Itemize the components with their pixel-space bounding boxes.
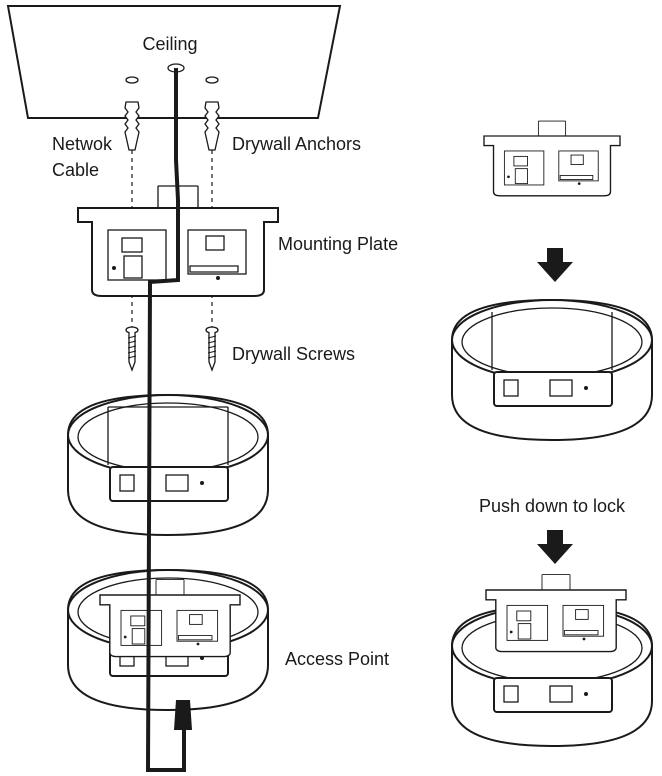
access-point-top: [67, 394, 269, 536]
ceiling-panel: [6, 5, 342, 119]
cable-plug: [174, 700, 192, 730]
label-network-cable-1: Netwok: [52, 134, 113, 154]
access-point-right-1: [451, 299, 653, 441]
label-access-point: Access Point: [285, 649, 389, 669]
arrow-down-1: [537, 248, 573, 282]
arrow-down-2: [537, 530, 573, 564]
screw-right: [205, 326, 219, 371]
anchor-left: [124, 101, 140, 151]
network-cable: [145, 68, 186, 772]
label-drywall-screws: Drywall Screws: [232, 344, 355, 364]
label-mounting-plate: Mounting Plate: [278, 234, 398, 254]
anchor-right: [204, 101, 220, 151]
label-network-cable-2: Cable: [52, 160, 99, 180]
label-ceiling: Ceiling: [142, 34, 197, 54]
mounting-plate-right: [483, 120, 621, 197]
label-drywall-anchors: Drywall Anchors: [232, 134, 361, 154]
screw-left: [125, 326, 139, 371]
label-push-down: Push down to lock: [479, 496, 626, 516]
